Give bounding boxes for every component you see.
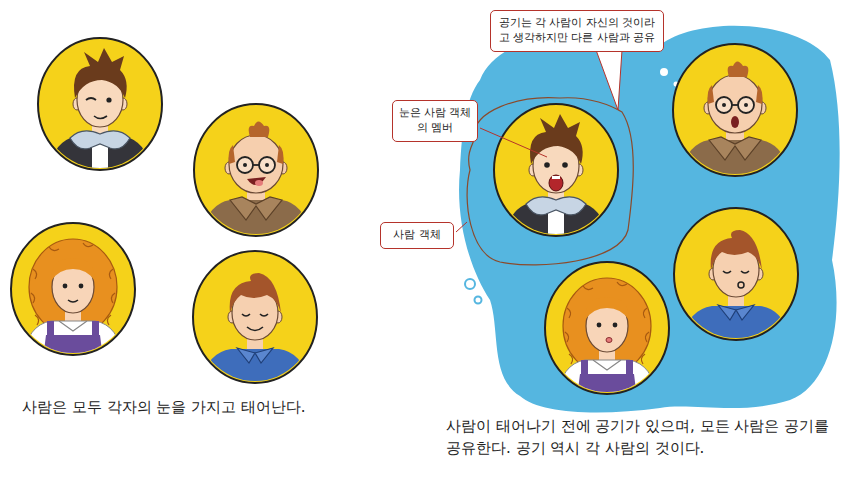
person-face [193,251,317,387]
person-face [11,223,135,359]
callout-text: 공기는 각 사람이 자신의 것이라고 생각하지만 다른 사람과 공유 [496,16,658,46]
person-face-part [613,323,618,328]
person-face-part [106,97,111,102]
caption-text: 사람이 태어나기 전에 공기가 있으며, 모든 사람은 공기를 공유한다. 공기… [446,416,842,460]
caption-text: 사람은 모두 각자의 눈을 가지고 태어난다. [22,397,402,419]
leader-line [456,222,467,232]
person-face-part [242,314,268,316]
person-face-part [194,104,318,240]
person-face-part [265,163,269,167]
person-face-part [552,176,560,179]
person-face-part [597,323,602,328]
person-face-part [247,327,263,331]
person-face-part [193,251,317,387]
person-face-part [255,180,263,186]
person-face-part [549,175,563,191]
person-face-part [606,338,612,343]
callout-text: 눈은 사람 객체의 멤버 [398,106,472,136]
person-face-part [544,162,550,168]
person-face [38,38,162,174]
air-bubble [475,297,482,304]
leader-line [480,128,547,157]
person-face-part [243,163,247,167]
person-face-part [562,162,568,168]
person-face-part [731,116,739,128]
person-face-part [38,38,162,174]
callout-box: 눈은 사람 객체의 멤버 [392,100,478,142]
person-face-part [11,223,135,359]
person-face-part [63,284,68,289]
person-face-part [722,103,726,107]
callout-text: 사람 객체 [386,228,448,243]
callout-box: 공기는 각 사람이 자신의 것이라고 생각하지만 다른 사람과 공유 [490,10,664,52]
person-face-part [744,103,748,107]
person-face [673,44,797,180]
air-bubble [465,279,475,289]
person-face-part [79,284,84,289]
person-face-part [545,262,669,398]
object-outline [467,98,633,265]
person-face [194,104,318,240]
person-face-part [494,104,618,240]
person-face-part [247,177,266,185]
person-face-part [738,282,744,288]
person-face-part [674,208,798,344]
person-face-part [94,116,107,119]
person-face [674,208,798,344]
person-face-part [68,300,78,302]
person-face [545,262,669,398]
person-face-part [673,44,797,180]
air-region [459,26,840,413]
person-face-part [723,271,749,273]
callout-tail [596,50,622,110]
person-face-part [86,98,96,100]
air-bubble [659,67,669,77]
callout-box: 사람 객체 [380,222,454,249]
person-face [494,104,618,240]
